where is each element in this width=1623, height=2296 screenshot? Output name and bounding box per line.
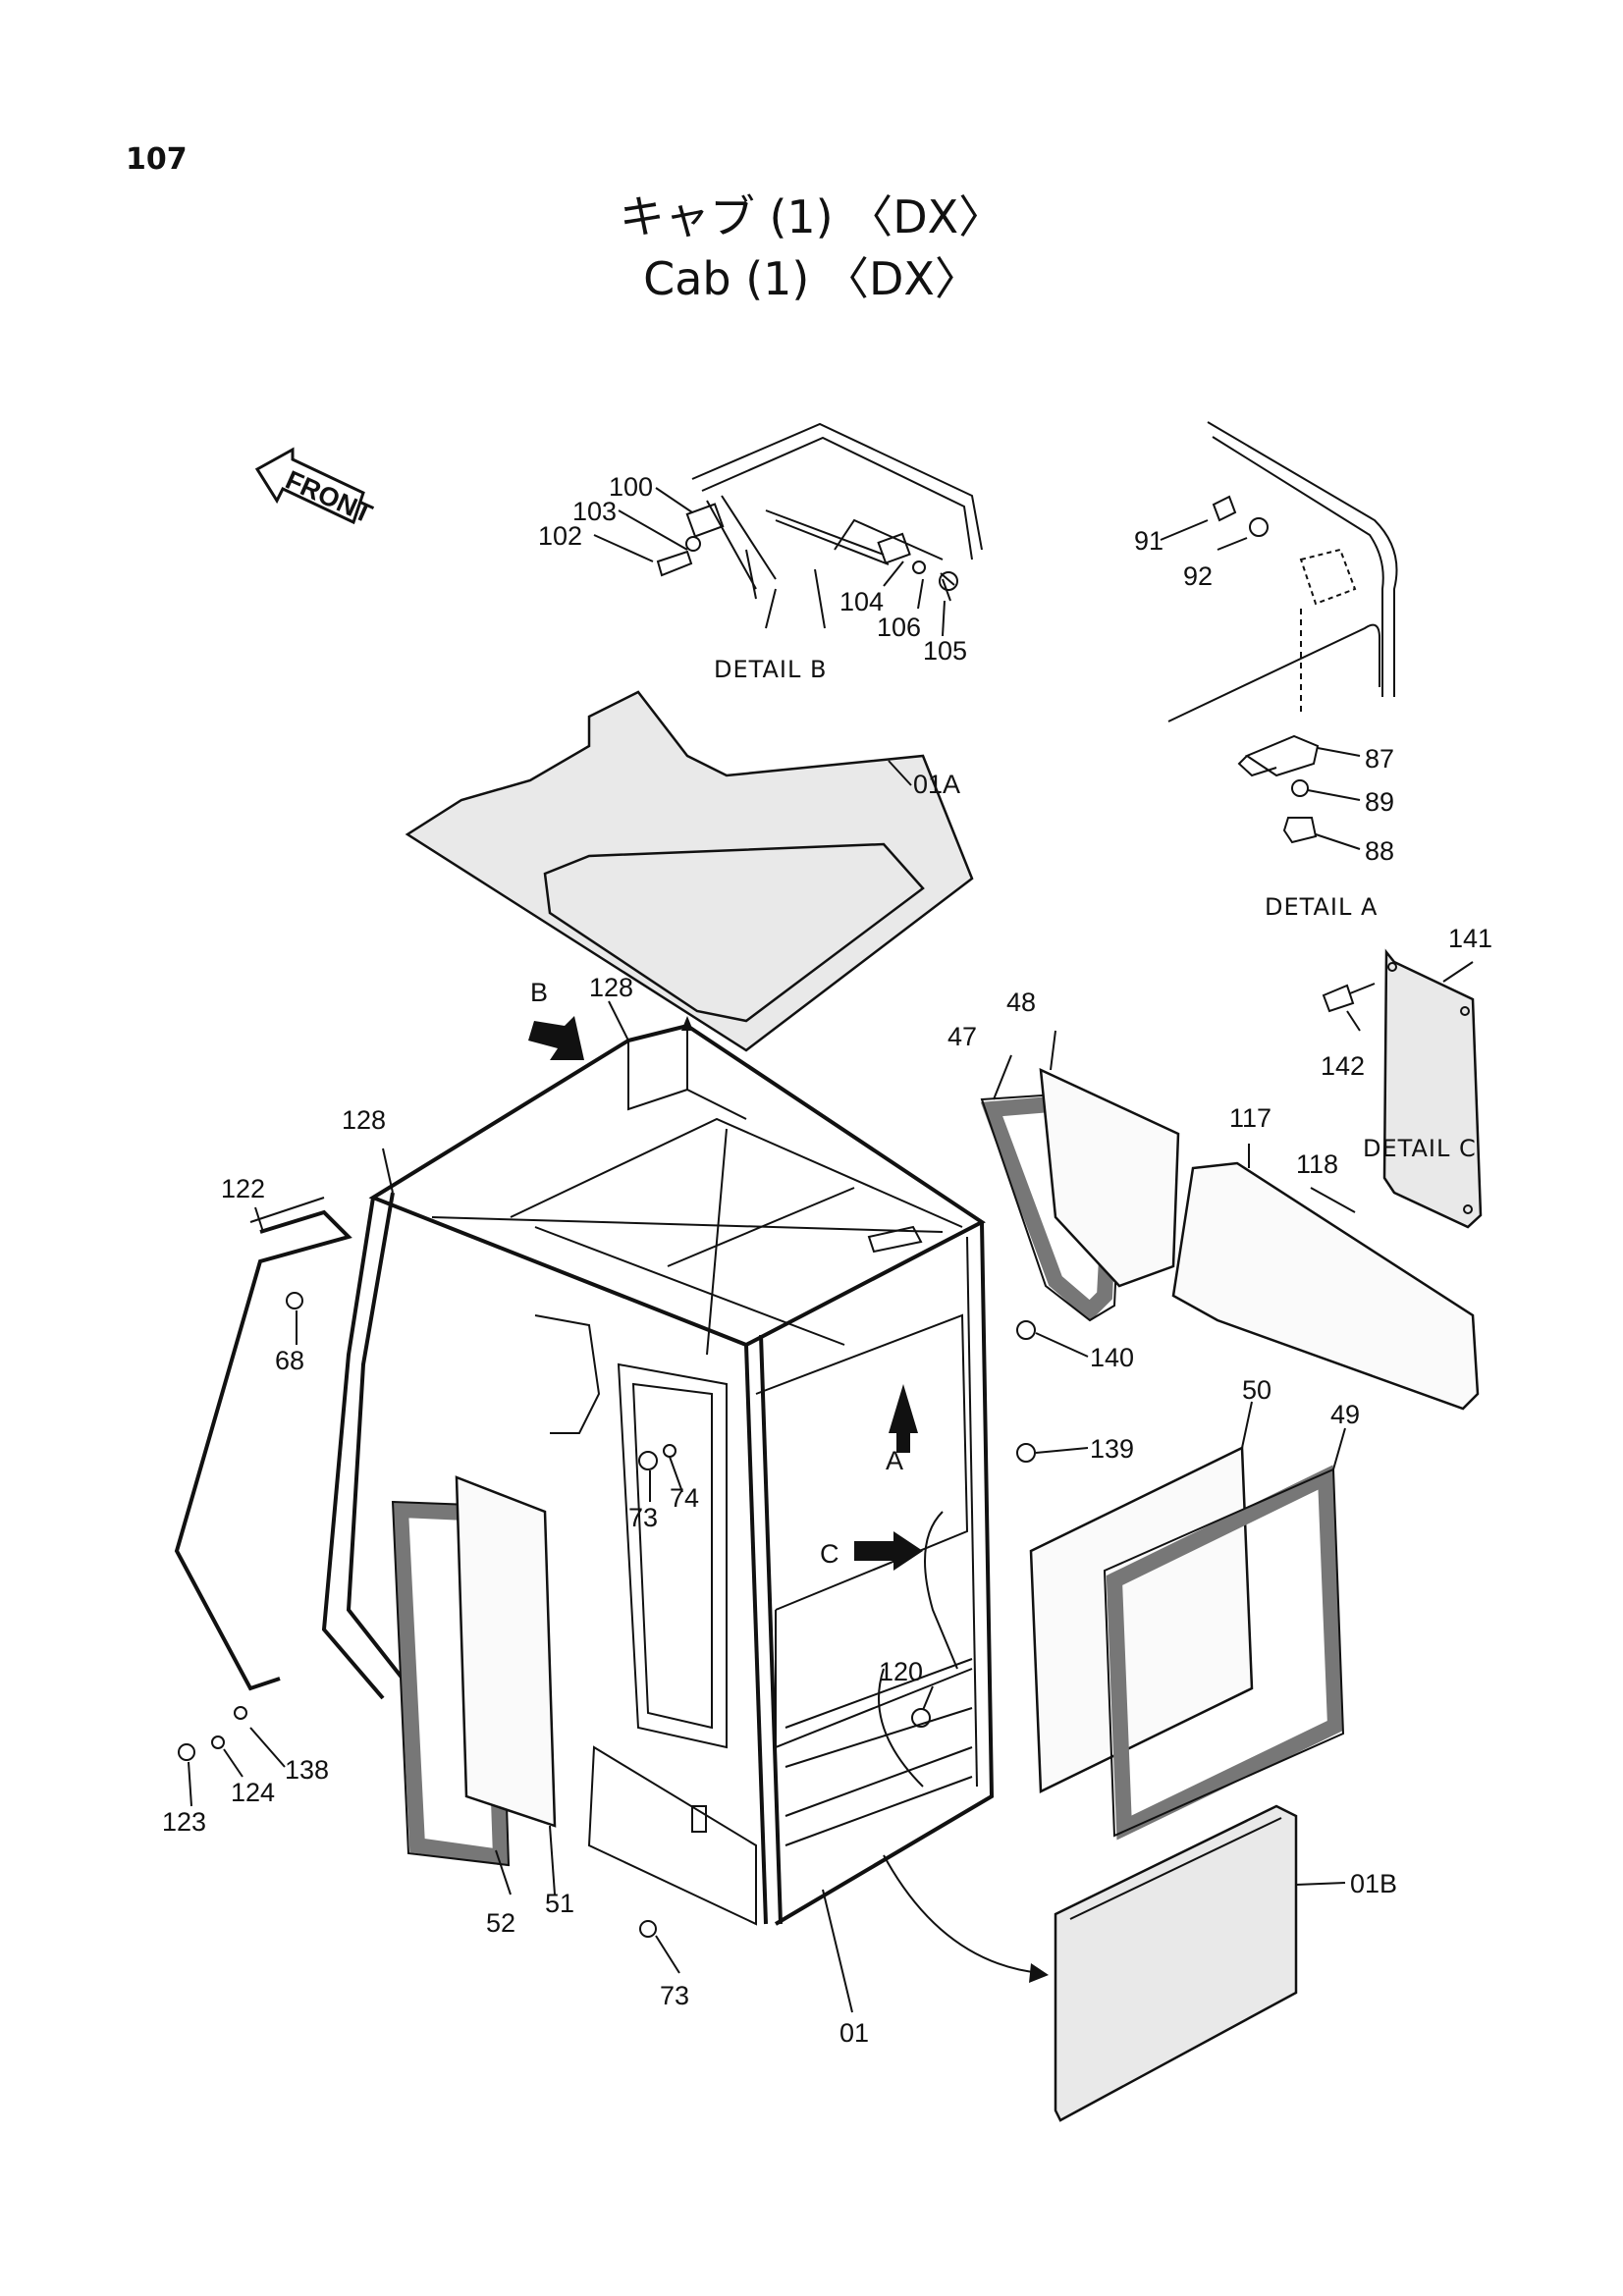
callout-102: 102 xyxy=(538,521,582,551)
title-japanese: キャブ (1) 〈DX〉 xyxy=(619,190,1004,243)
view-marker-a: A xyxy=(886,1446,903,1475)
callout-52: 52 xyxy=(486,1908,515,1938)
cab-frame xyxy=(321,1023,995,1926)
callout-124: 124 xyxy=(231,1778,275,1807)
callout-74: 74 xyxy=(670,1483,699,1513)
view-arrow-b-icon xyxy=(528,1016,584,1060)
callout-120: 120 xyxy=(879,1657,923,1686)
callout-88: 88 xyxy=(1365,836,1394,866)
callout-51: 51 xyxy=(545,1889,574,1918)
callout-100: 100 xyxy=(609,472,653,502)
callout-48: 48 xyxy=(1006,988,1036,1017)
panel-01b xyxy=(1054,1804,1298,2122)
callout-73-upper: 73 xyxy=(628,1503,658,1532)
callout-117: 117 xyxy=(1229,1103,1271,1133)
callout-50: 50 xyxy=(1242,1375,1271,1405)
callout-92: 92 xyxy=(1183,561,1213,591)
callout-105: 105 xyxy=(923,636,967,666)
callout-118: 118 xyxy=(1296,1149,1338,1179)
window-47-48 xyxy=(980,1067,1180,1322)
callout-142: 142 xyxy=(1321,1051,1365,1081)
detail-c-cover-plate xyxy=(1322,948,1483,1229)
callout-141: 141 xyxy=(1448,924,1492,953)
detail-b-label: DETAIL B xyxy=(714,656,827,683)
view-marker-b: B xyxy=(530,978,548,1007)
detail-b-roof-corner xyxy=(656,422,983,629)
callout-128-top: 128 xyxy=(589,973,633,1002)
detail-a-door-catch xyxy=(1167,421,1398,844)
callout-01a: 01A xyxy=(913,770,960,799)
callout-49: 49 xyxy=(1330,1400,1360,1429)
title-english: Cab (1) 〈DX〉 xyxy=(643,252,980,305)
callout-122: 122 xyxy=(221,1174,265,1203)
callout-87: 87 xyxy=(1365,744,1394,774)
view-arrow-c-icon xyxy=(854,1531,923,1571)
callout-01: 01 xyxy=(839,2018,869,2048)
callout-128-left: 128 xyxy=(342,1105,386,1135)
callout-139: 139 xyxy=(1090,1434,1134,1464)
window-52-51 xyxy=(391,1475,557,1867)
callout-140: 140 xyxy=(1090,1343,1134,1372)
window-50-49 xyxy=(1029,1446,1345,1841)
detail-a-label: DETAIL A xyxy=(1265,893,1378,921)
page-number: 107 xyxy=(126,142,188,177)
front-label: FRONT xyxy=(281,465,377,529)
callout-103: 103 xyxy=(572,497,617,526)
arrows xyxy=(528,1016,1049,1983)
callout-73-lower: 73 xyxy=(660,1981,689,2010)
window-guard-122 xyxy=(174,1197,352,1691)
detail-c-label: DETAIL C xyxy=(1363,1135,1477,1162)
view-marker-c: C xyxy=(820,1539,839,1569)
callout-01b: 01B xyxy=(1350,1869,1397,1898)
front-arrow-icon: FRONT xyxy=(254,447,377,529)
callout-89: 89 xyxy=(1365,787,1394,817)
callout-104: 104 xyxy=(839,587,884,616)
callout-68: 68 xyxy=(275,1346,304,1375)
roof-panel-01a xyxy=(405,690,974,1052)
view-arrow-a-icon xyxy=(889,1384,918,1453)
window-117 xyxy=(1171,1161,1480,1411)
leader-lines xyxy=(188,487,1474,2013)
callout-91: 91 xyxy=(1134,526,1163,556)
fasteners xyxy=(178,1292,1036,1938)
callout-47: 47 xyxy=(947,1022,977,1051)
callout-106: 106 xyxy=(877,613,921,642)
callout-138: 138 xyxy=(285,1755,329,1785)
callout-123: 123 xyxy=(162,1807,206,1837)
